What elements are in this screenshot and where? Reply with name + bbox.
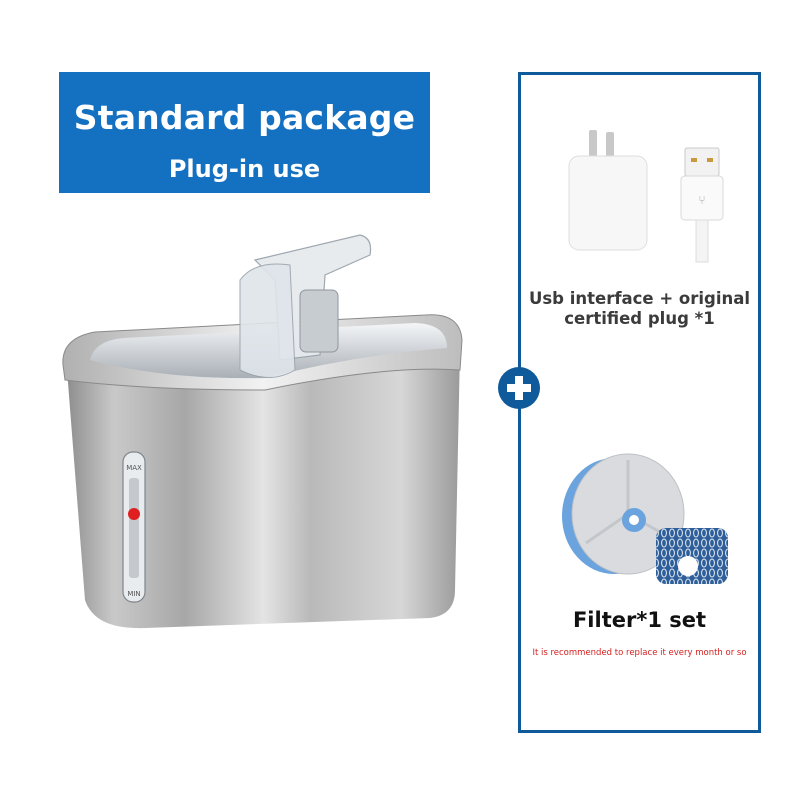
filter-set-icon — [562, 453, 728, 584]
plus-icon — [498, 367, 540, 409]
package-banner: Standard package Plug-in use — [59, 72, 430, 193]
filter-replacement-note: It is recommended to replace it every mo… — [532, 648, 747, 658]
svg-text:⑂: ⑂ — [698, 193, 705, 207]
banner-subtitle: Plug-in use — [168, 155, 321, 183]
water-fountain-icon: MAX MIN — [62, 234, 463, 629]
usb-label-line1: Usb interface + original — [528, 289, 751, 308]
usb-charger-icon: ⑂ — [568, 130, 724, 263]
svg-text:MIN: MIN — [127, 590, 140, 598]
svg-text:MAX: MAX — [126, 464, 142, 472]
usb-charger-label: Usb interface + original certified plug … — [521, 289, 758, 329]
banner-title: Standard package — [73, 98, 416, 137]
filter-label: Filter*1 set — [572, 608, 707, 632]
usb-label-line2: certified plug *1 — [564, 309, 715, 328]
